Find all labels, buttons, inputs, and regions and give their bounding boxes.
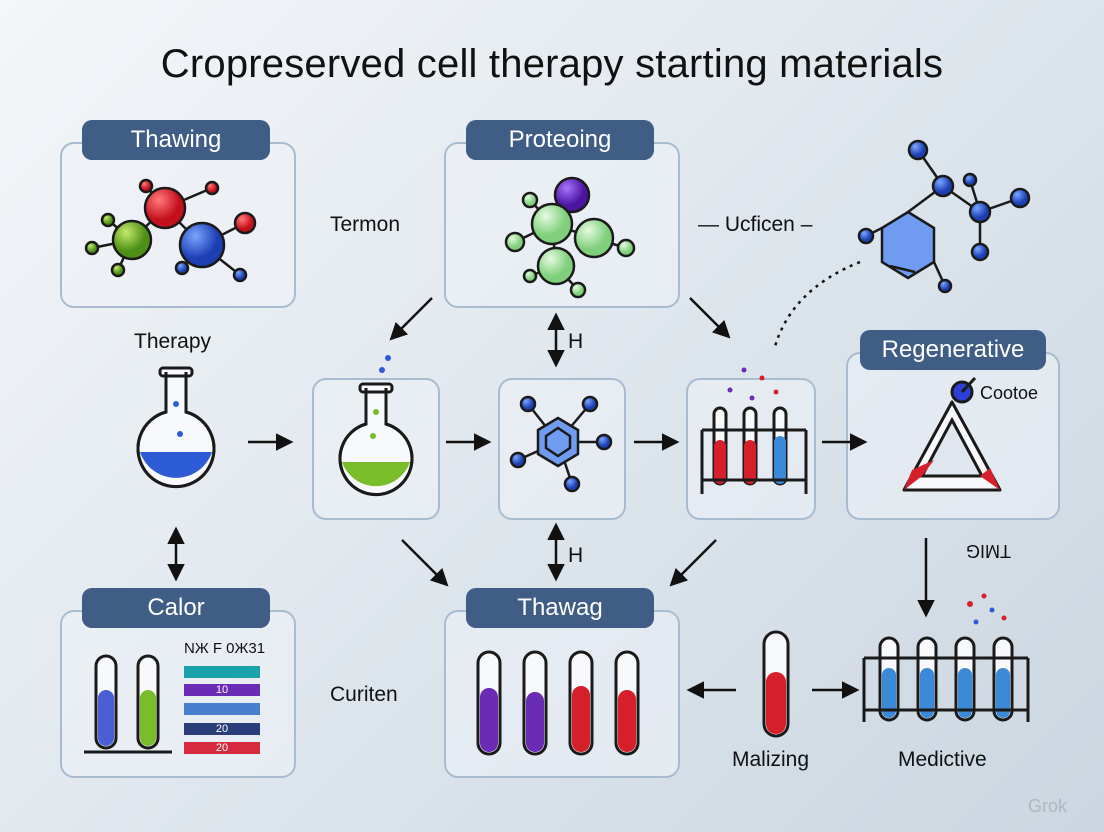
calor-bar: 10 xyxy=(184,684,260,696)
calor-pill: Calor xyxy=(82,588,270,628)
calor-bar: 20 xyxy=(184,723,260,735)
cootoe-label: Cootoe xyxy=(980,383,1039,403)
regenerative-pill: Regenerative xyxy=(860,330,1046,370)
calor-bar: 20 xyxy=(184,742,260,754)
blue-tube-rack-icon xyxy=(862,593,1030,722)
proteoing-pill: Proteoing xyxy=(466,120,654,160)
grok-watermark: Grok xyxy=(1028,796,1068,816)
h-label-top: H xyxy=(568,330,584,353)
termon-label: Termon xyxy=(330,213,401,236)
therapy-label: Therapy xyxy=(134,330,212,353)
ucficen-label: — Ucficen – xyxy=(698,213,813,236)
structure-atoms xyxy=(857,139,1031,294)
flow-arrows xyxy=(167,260,935,699)
calor-header-label: NЖ F 0Ж31 xyxy=(184,640,266,657)
malizing-label: Malizing xyxy=(732,748,810,771)
curiten-label: Curiten xyxy=(330,683,398,706)
protein-molecule-icon xyxy=(504,176,636,299)
ring-molecule-icon xyxy=(509,395,613,493)
page-title: Cropreserved cell therapy starting mater… xyxy=(160,42,944,86)
thawag-tubes-icon xyxy=(476,650,640,756)
molecule-icon xyxy=(84,178,257,283)
calor-bar xyxy=(184,703,260,715)
calor-tubes-icon xyxy=(84,654,172,754)
regenerative-triangle-icon xyxy=(902,376,1002,492)
test-tube-rack-icon xyxy=(700,367,808,494)
chemical-structure-icon xyxy=(865,149,1021,287)
medictive-label: Medictive xyxy=(898,748,987,771)
blue-flask-icon xyxy=(136,366,216,489)
calor-bar xyxy=(184,666,260,678)
thawing-panel xyxy=(60,142,296,308)
h-label-bottom: H xyxy=(568,544,584,567)
single-red-tube-icon xyxy=(762,630,790,738)
thawing-pill: Thawing xyxy=(82,120,270,160)
thawag-pill: Thawag xyxy=(466,588,654,628)
green-flask-icon xyxy=(338,355,414,497)
